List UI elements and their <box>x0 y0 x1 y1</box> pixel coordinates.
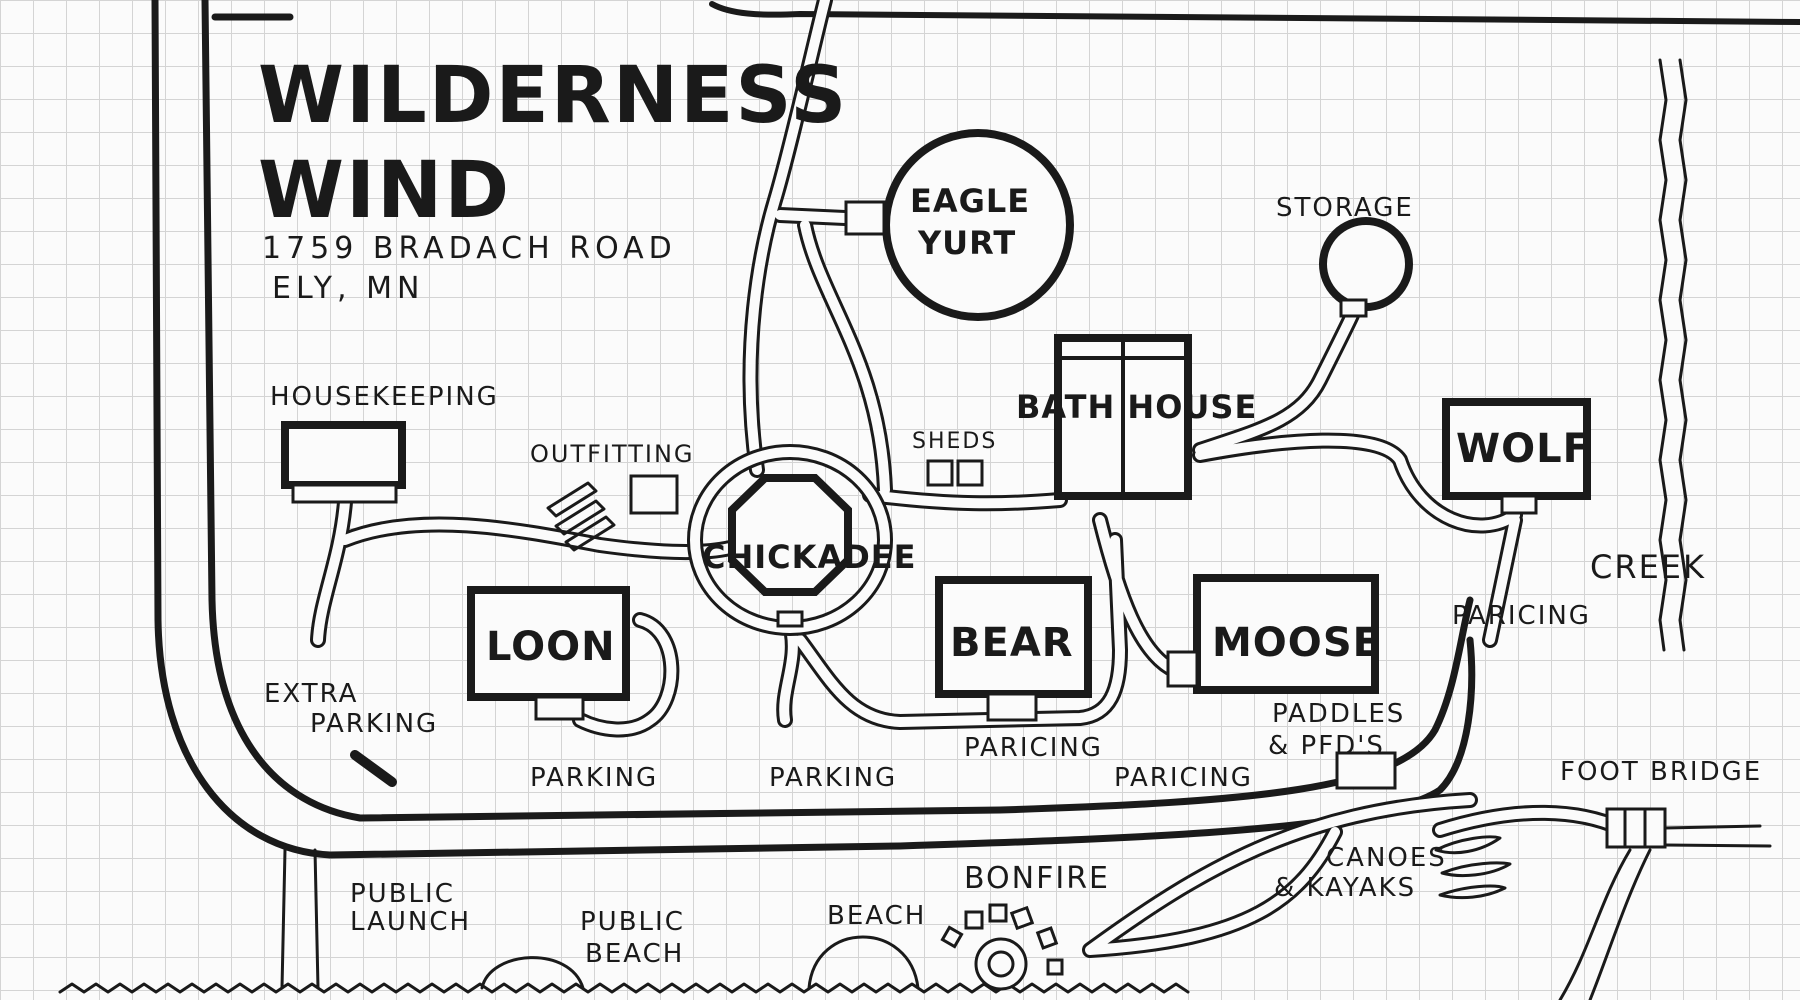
sheds-label: SHEDS <box>912 429 997 454</box>
eagle-yurt-label: EAGLE <box>910 182 1030 220</box>
housekeeping-building[interactable] <box>281 421 406 489</box>
shoreline <box>58 982 1190 994</box>
public-launch-label-1: PUBLIC <box>350 879 455 909</box>
bear-door <box>986 692 1038 722</box>
chickadee-parking-label: PARKING <box>769 763 897 793</box>
storage-label: STORAGE <box>1276 193 1414 223</box>
bonfire <box>940 903 1064 991</box>
map-title-line1: WILDERNESS <box>258 51 848 141</box>
extra-parking-mark <box>350 750 397 787</box>
foot-bridge-label: FOOT BRIDGE <box>1560 757 1762 787</box>
loon-label: LOON <box>486 624 616 670</box>
loon-building[interactable] <box>467 586 630 701</box>
foot-bridge[interactable] <box>1605 807 1667 849</box>
eagle-yurt-label-2: YURT <box>917 224 1016 262</box>
canoes-label-2: & KAYAKS <box>1274 873 1416 903</box>
chickadee-door <box>776 610 804 628</box>
extra-parking-label-2: PARKING <box>310 709 438 739</box>
moose-door <box>1166 650 1199 688</box>
moose-parking-label: PARICING <box>1114 763 1253 793</box>
storage-door <box>1339 298 1368 318</box>
foot-bridge-planks <box>1623 807 1647 849</box>
paddles-label-1: PADDLES <box>1272 699 1405 729</box>
eagle-yurt-building[interactable] <box>882 129 1074 321</box>
wolf-door <box>1500 494 1538 515</box>
address-city: ELY, MN <box>272 271 424 306</box>
bear-label: BEAR <box>950 620 1074 666</box>
map-title-line2: WIND <box>258 146 511 236</box>
storage-building[interactable] <box>1319 217 1413 311</box>
loon-door <box>534 695 585 721</box>
address-street: 1759 BRADACH ROAD <box>262 231 677 266</box>
housekeeping-door <box>291 483 398 504</box>
paddles-rack <box>1335 751 1397 790</box>
housekeeping-label: HOUSEKEEPING <box>270 382 499 412</box>
creek-label: CREEK <box>1590 548 1706 586</box>
public-beach-shape <box>480 956 585 990</box>
extra-parking-label-1: EXTRA <box>264 679 358 709</box>
outfitting-label: OUTFITTING <box>530 440 695 468</box>
beach-shape <box>807 935 920 990</box>
moose-building[interactable] <box>1193 574 1379 694</box>
main-road <box>151 0 1800 859</box>
bath-house-divider <box>1056 336 1190 498</box>
chickadee-label: CHICKADEE <box>702 538 917 576</box>
creek <box>1558 58 1772 1000</box>
sheds <box>926 459 984 487</box>
public-launch-label-2: LAUNCH <box>350 907 471 937</box>
canoes-label-1: CANOES <box>1326 843 1447 873</box>
canoes <box>1434 835 1512 900</box>
public-beach-label-1: PUBLIC <box>580 907 685 937</box>
wolf-parking-label: PARICING <box>1452 601 1591 631</box>
trails <box>310 0 1628 958</box>
wolf-building[interactable] <box>1442 398 1591 500</box>
moose-label: MOOSE <box>1212 620 1381 666</box>
outfitting-racks <box>546 481 616 552</box>
chickadee-building[interactable] <box>728 474 852 596</box>
bath-house-label: BATH HOUSE <box>1016 388 1257 426</box>
launch-lane <box>280 848 320 990</box>
outfitting-building[interactable] <box>629 474 679 515</box>
bear-building[interactable] <box>935 576 1092 698</box>
eagle-yurt-door <box>844 200 886 236</box>
loon-parking-label: PARKING <box>530 763 658 793</box>
paddles-label-2: & PFD'S <box>1268 731 1385 761</box>
wolf-label: WOLF <box>1456 426 1591 472</box>
beach-label: BEACH <box>827 901 926 931</box>
bonfire-label: BONFIRE <box>964 861 1110 896</box>
bear-parking-label: PARICING <box>964 733 1103 763</box>
public-beach-label-2: BEACH <box>585 939 684 969</box>
